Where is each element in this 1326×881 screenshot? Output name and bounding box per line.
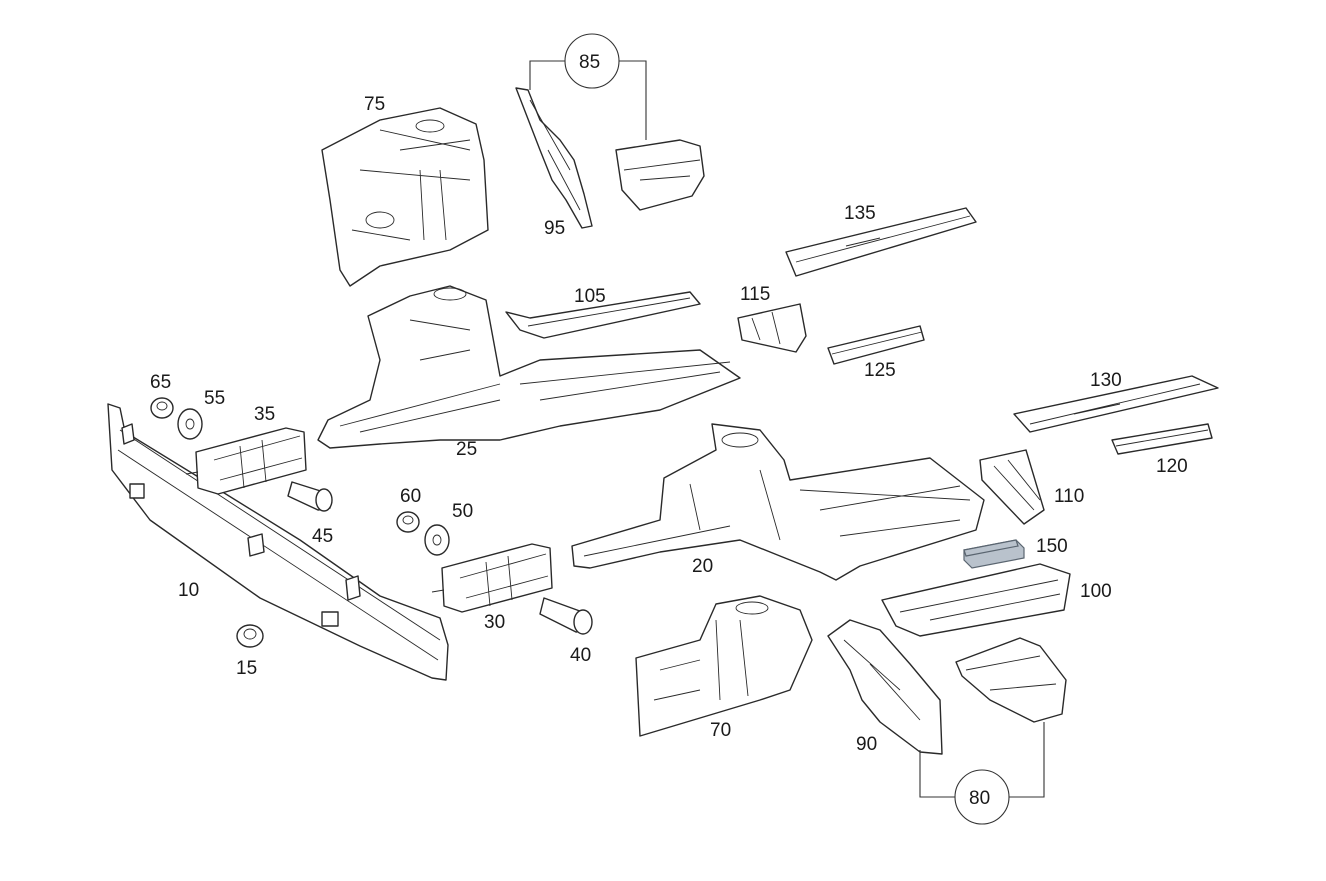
label-50: 50 (452, 501, 473, 522)
part-90-inner-panel (827, 619, 943, 755)
label-95: 95 (544, 218, 565, 239)
part-40-bolt (539, 597, 593, 635)
part-30-crash-box (431, 543, 553, 613)
part-130-rail (1013, 375, 1219, 433)
label-115: 115 (740, 284, 770, 305)
label-80: 80 (969, 788, 990, 809)
label-85: 85 (579, 52, 600, 73)
label-75: 75 (364, 94, 385, 115)
part-10-bumper-beam (107, 403, 449, 681)
label-110: 110 (1054, 486, 1084, 507)
label-70: 70 (710, 720, 731, 741)
part-15-nut (236, 624, 264, 648)
part-75-wheelhouse (321, 107, 489, 287)
part-105-rail (505, 291, 701, 339)
label-20: 20 (692, 556, 713, 577)
label-130: 130 (1090, 370, 1122, 391)
label-35: 35 (254, 404, 275, 425)
part-150-reinforcement-highlighted (963, 539, 1025, 569)
part-45-bolt (287, 481, 333, 512)
part-55-washer (177, 408, 203, 440)
part-80-bracket (955, 637, 1067, 723)
label-105: 105 (574, 286, 606, 307)
label-125: 125 (864, 360, 896, 381)
part-100-floor-panel (881, 563, 1071, 637)
part-85-bracket (615, 139, 705, 211)
part-25-front-structure (317, 285, 741, 449)
part-60-nut (396, 511, 420, 533)
part-35-crash-box (185, 427, 307, 495)
label-55: 55 (204, 388, 225, 409)
part-65-nut (150, 397, 174, 419)
label-10: 10 (178, 580, 199, 601)
callout-85 (529, 33, 647, 140)
label-15: 15 (236, 658, 257, 679)
callout-80 (919, 722, 1045, 825)
label-90: 90 (856, 734, 877, 755)
part-110-bracket (979, 449, 1045, 525)
label-45: 45 (312, 526, 333, 547)
part-125-channel (827, 325, 925, 365)
part-135-rail (785, 207, 977, 277)
label-100: 100 (1080, 581, 1112, 602)
part-115-bracket (737, 303, 807, 353)
label-150: 150 (1036, 536, 1068, 557)
label-65: 65 (150, 372, 171, 393)
label-25: 25 (456, 439, 477, 460)
label-120: 120 (1156, 456, 1188, 477)
part-50-washer (424, 524, 450, 556)
label-40: 40 (570, 645, 591, 666)
part-120-channel (1111, 423, 1213, 455)
part-95-bracket (515, 87, 593, 229)
label-30: 30 (484, 612, 505, 633)
label-135: 135 (844, 203, 876, 224)
part-70-wheelhouse (635, 595, 813, 737)
label-60: 60 (400, 486, 421, 507)
part-20-front-structure (571, 423, 985, 581)
